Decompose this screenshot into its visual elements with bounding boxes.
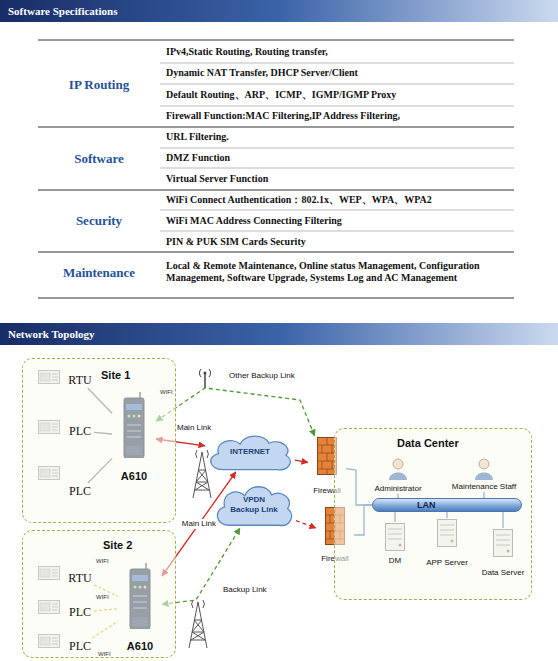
wifi-tag: WIFI (160, 388, 180, 396)
cell-tower (193, 450, 211, 498)
site-region: Site 1 RTU PLC PLC A610 (22, 358, 176, 523)
network-cloud: INTERNET (205, 432, 295, 472)
section-header: Software Specifications (8, 4, 308, 18)
wifi-tag: WIFI (98, 650, 118, 658)
server: Data Server (478, 528, 528, 578)
device-label: PLC (66, 638, 94, 654)
node-text: INTERNET (230, 447, 270, 457)
table-category: IP Routing (38, 77, 160, 92)
connector (156, 388, 315, 436)
table-cell: Firewall Function:MAC Filtering,IP Addre… (166, 110, 514, 122)
node-text: DM (389, 556, 401, 566)
node-text: VPDN (243, 495, 265, 505)
lan-bus: LAN (372, 498, 522, 512)
node-text: Backup Link (230, 505, 278, 515)
device-label: RTU (66, 570, 94, 586)
data-center-region: Data CenterAdministrator Maintenance Staf… (334, 428, 532, 600)
network-cloud: VPDNBackup Link (212, 482, 296, 528)
edge-label: Main Link (176, 423, 212, 433)
device-label: PLC (66, 423, 94, 439)
node-text: RTU (68, 571, 91, 585)
wifi-tag: WIFI (96, 593, 116, 601)
wifi-antenna (199, 369, 210, 388)
node-text: RTU (68, 373, 91, 387)
table-row-rules (160, 63, 514, 231)
node-text: APP Server (426, 558, 468, 568)
edge-label: Other Backup Link (228, 371, 296, 381)
device-label: RTU (66, 372, 94, 388)
node-text: A610 (121, 470, 147, 482)
edge-label: Main Link (181, 519, 217, 529)
cloud-outline (211, 436, 290, 470)
cloud-outline (217, 487, 291, 526)
table-category: Maintenance (38, 265, 160, 280)
node-text: PLC (69, 424, 91, 438)
router-device: A610 (118, 562, 162, 652)
device-label: PLC (66, 604, 94, 620)
table-cell: PIN & PUK SIM Cards Security (166, 236, 514, 248)
connector (295, 460, 308, 462)
table-cell: WiFi Connect Authentication：802.1x、WEP、W… (166, 194, 514, 206)
table-cell: IPv4,Static Routing, Routing transfer, (166, 46, 514, 58)
node-text: PLC (69, 605, 91, 619)
table-category: Security (38, 213, 160, 228)
table-rules (38, 40, 514, 298)
edge-label: Backup Link (222, 585, 268, 595)
node-text: Site 2 (103, 539, 175, 552)
node-text: Site 1 (101, 369, 175, 382)
table-cell: Virtual Server Function (166, 173, 514, 185)
table-category: Software (38, 151, 160, 166)
table-cell: Dynamic NAT Transfer, DHCP Server/Client (166, 67, 514, 79)
node-text: Maintenance Staff (452, 482, 516, 492)
node-text: Data Center (397, 437, 531, 450)
table-cell: WiFi MAC Address Connecting Filtering (166, 215, 514, 227)
person-icon: Administrator (370, 458, 426, 494)
device-label: PLC (66, 483, 94, 499)
table-cell: Local & Remote Maintenance, Online statu… (166, 260, 511, 284)
node-text: Administrator (374, 484, 421, 494)
table-cell: URL Filtering. (166, 131, 514, 143)
node-text: LAN (417, 500, 436, 510)
server: APP Server (422, 518, 472, 568)
router-device: A610 (112, 390, 156, 482)
table-cell: Default Routing、ARP、ICMP、IGMP/IGMP Proxy (166, 89, 514, 101)
cell-tower (189, 600, 207, 648)
node-text: Data Server (482, 568, 525, 578)
server: DM (380, 522, 410, 566)
table-cell: DMZ Function (166, 152, 514, 164)
section-header: Network Topology (8, 327, 308, 341)
header-bar (0, 323, 558, 345)
node-text: PLC (69, 639, 91, 653)
person-icon: Maintenance Staff (446, 458, 522, 492)
wifi-tag: WIFI (96, 557, 116, 565)
node-text: PLC (69, 484, 91, 498)
connector (296, 521, 316, 528)
header-bar (0, 0, 558, 22)
node-text: A610 (127, 640, 153, 652)
